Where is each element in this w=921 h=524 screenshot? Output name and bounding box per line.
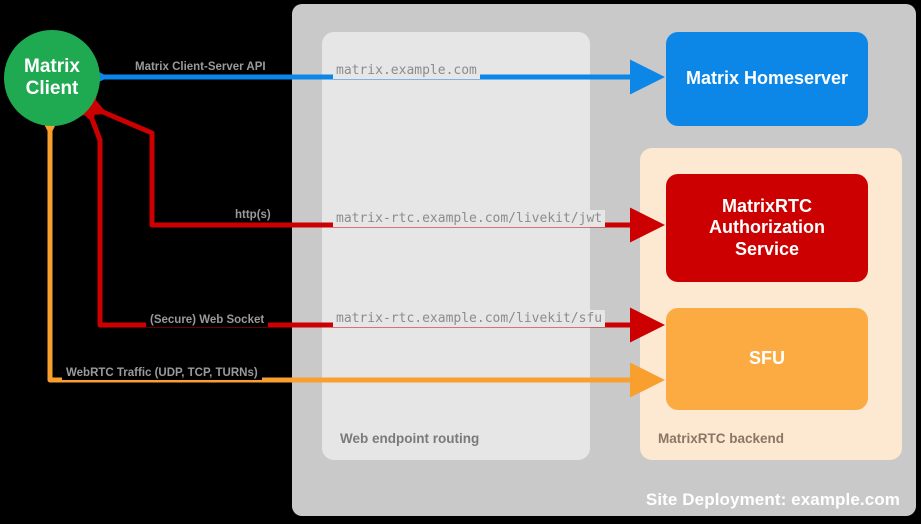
url-label-matrix-example-com: matrix.example.com [333, 62, 480, 79]
url-label-livekit-sfu: matrix-rtc.example.com/livekit/sfu [333, 310, 606, 327]
edge-label-http-s: http(s) [231, 208, 275, 222]
node-matrixrtc-authorization-service-label: MatrixRTC Authorization Service [709, 196, 825, 260]
edge-label-webrtc-traffic: WebRTC Traffic (UDP, TCP, TURNs) [62, 366, 262, 380]
node-sfu[interactable]: SFU [666, 308, 868, 410]
node-matrix-client-line2: Client [25, 78, 79, 99]
edge-label-matrix-client-server-api: Matrix Client-Server API [131, 60, 270, 74]
edge-label-secure-web-socket: (Secure) Web Socket [146, 313, 269, 327]
node-auth-line1: MatrixRTC [721, 196, 812, 217]
node-matrix-client-line1: Matrix [24, 55, 80, 77]
node-matrixrtc-authorization-service[interactable]: MatrixRTC Authorization Service [666, 174, 868, 282]
panel-matrixrtc-backend-label: MatrixRTC backend [658, 431, 785, 446]
node-auth-line2: Authorization [709, 217, 825, 238]
node-matrix-homeserver[interactable]: Matrix Homeserver [666, 32, 868, 126]
url-label-livekit-jwt: matrix-rtc.example.com/livekit/jwt [333, 210, 606, 227]
panel-web-endpoint-routing-label: Web endpoint routing [340, 431, 480, 446]
panel-web-endpoint-routing: Web endpoint routing [322, 32, 590, 460]
node-matrix-client[interactable]: Matrix Client [4, 30, 100, 126]
site-deployment-label: Site Deployment: example.com [645, 490, 900, 509]
node-sfu-label: SFU [749, 348, 785, 369]
node-matrix-client-label: Matrix Client [24, 56, 80, 101]
node-matrix-homeserver-label: Matrix Homeserver [685, 68, 849, 89]
node-auth-line3: Service [734, 238, 800, 259]
